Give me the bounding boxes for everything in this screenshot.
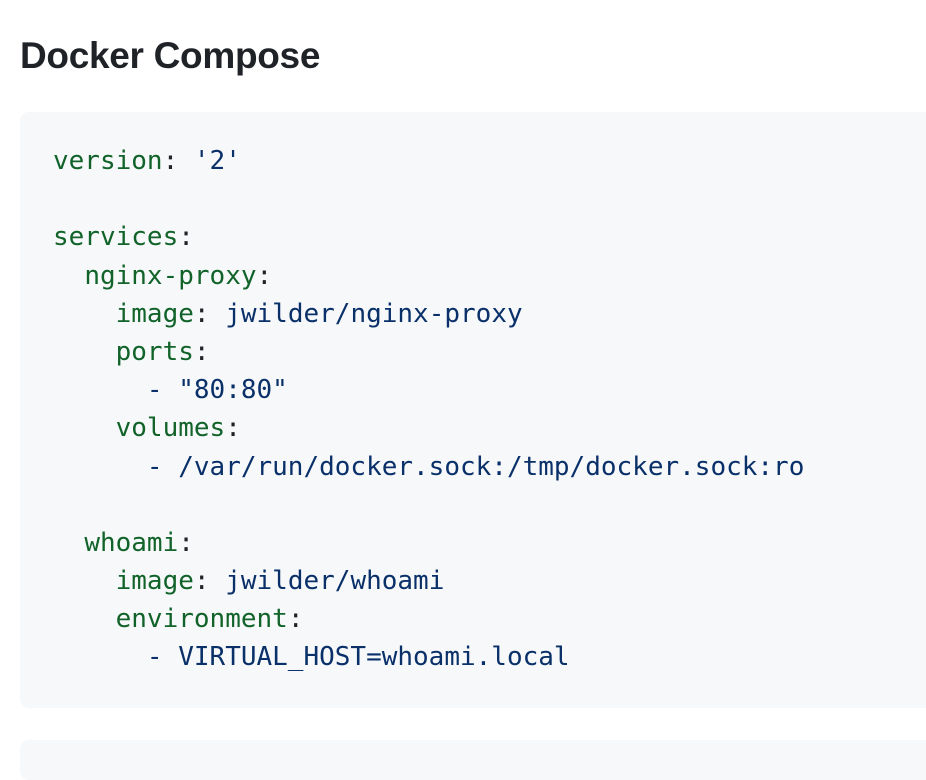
- yaml-list-item: - VIRTUAL_HOST=whoami.local: [146, 642, 570, 673]
- code-line: - "80:80": [53, 371, 926, 409]
- code-line: version: '2': [53, 142, 926, 180]
- yaml-value: '2': [178, 146, 241, 176]
- code-line: whoami:: [53, 524, 926, 562]
- yaml-colon: :: [193, 566, 210, 597]
- code-content[interactable]: version: '2' services: nginx-proxy: image…: [53, 142, 926, 677]
- yaml-key: image: [115, 566, 194, 597]
- yaml-value: jwilder/whoami: [209, 566, 445, 597]
- yaml-colon: :: [178, 527, 194, 558]
- code-indent: [53, 604, 116, 634]
- code-indent: [53, 337, 116, 367]
- code-indent: [53, 413, 116, 443]
- code-line: - VIRTUAL_HOST=whoami.local: [53, 638, 926, 676]
- yaml-key: volumes: [115, 413, 226, 444]
- yaml-value: jwilder/nginx-proxy: [209, 298, 523, 329]
- code-indent: [53, 642, 147, 672]
- code-line: ports:: [53, 333, 926, 371]
- code-line: image: jwilder/whoami: [53, 562, 926, 600]
- yaml-key: nginx-proxy: [84, 260, 257, 291]
- code-block[interactable]: version: '2' services: nginx-proxy: image…: [20, 112, 926, 708]
- yaml-colon: :: [193, 298, 210, 329]
- yaml-colon: :: [256, 260, 273, 291]
- code-line: services:: [53, 218, 926, 256]
- code-line-blank: [53, 180, 926, 218]
- yaml-key: ports: [115, 336, 194, 367]
- yaml-colon: :: [225, 413, 241, 444]
- yaml-colon: :: [178, 222, 194, 253]
- code-line: environment:: [53, 600, 926, 638]
- code-indent: [53, 261, 84, 291]
- yaml-list-item: - "80:80": [146, 375, 288, 406]
- yaml-key: image: [115, 298, 194, 329]
- yaml-colon: :: [162, 146, 179, 176]
- yaml-key: version: [53, 146, 163, 176]
- code-indent: [53, 375, 147, 405]
- code-indent: [53, 528, 84, 558]
- code-line: - /var/run/docker.sock:/tmp/docker.sock:…: [53, 448, 926, 486]
- yaml-list-item: - /var/run/docker.sock:/tmp/docker.sock:…: [146, 451, 805, 482]
- code-line: image: jwilder/nginx-proxy: [53, 295, 926, 333]
- yaml-colon: :: [193, 336, 210, 367]
- code-indent: [53, 452, 147, 482]
- yaml-colon: :: [287, 604, 304, 635]
- section-heading: Docker Compose: [20, 35, 321, 76]
- code-line: volumes:: [53, 409, 926, 447]
- next-code-block: [20, 740, 926, 780]
- code-line-blank: [53, 486, 926, 524]
- code-indent: [53, 566, 116, 596]
- yaml-key: whoami: [84, 527, 179, 558]
- code-indent: [53, 299, 116, 329]
- code-line: nginx-proxy:: [53, 257, 926, 295]
- yaml-key: environment: [115, 604, 288, 635]
- yaml-key: services: [53, 222, 179, 253]
